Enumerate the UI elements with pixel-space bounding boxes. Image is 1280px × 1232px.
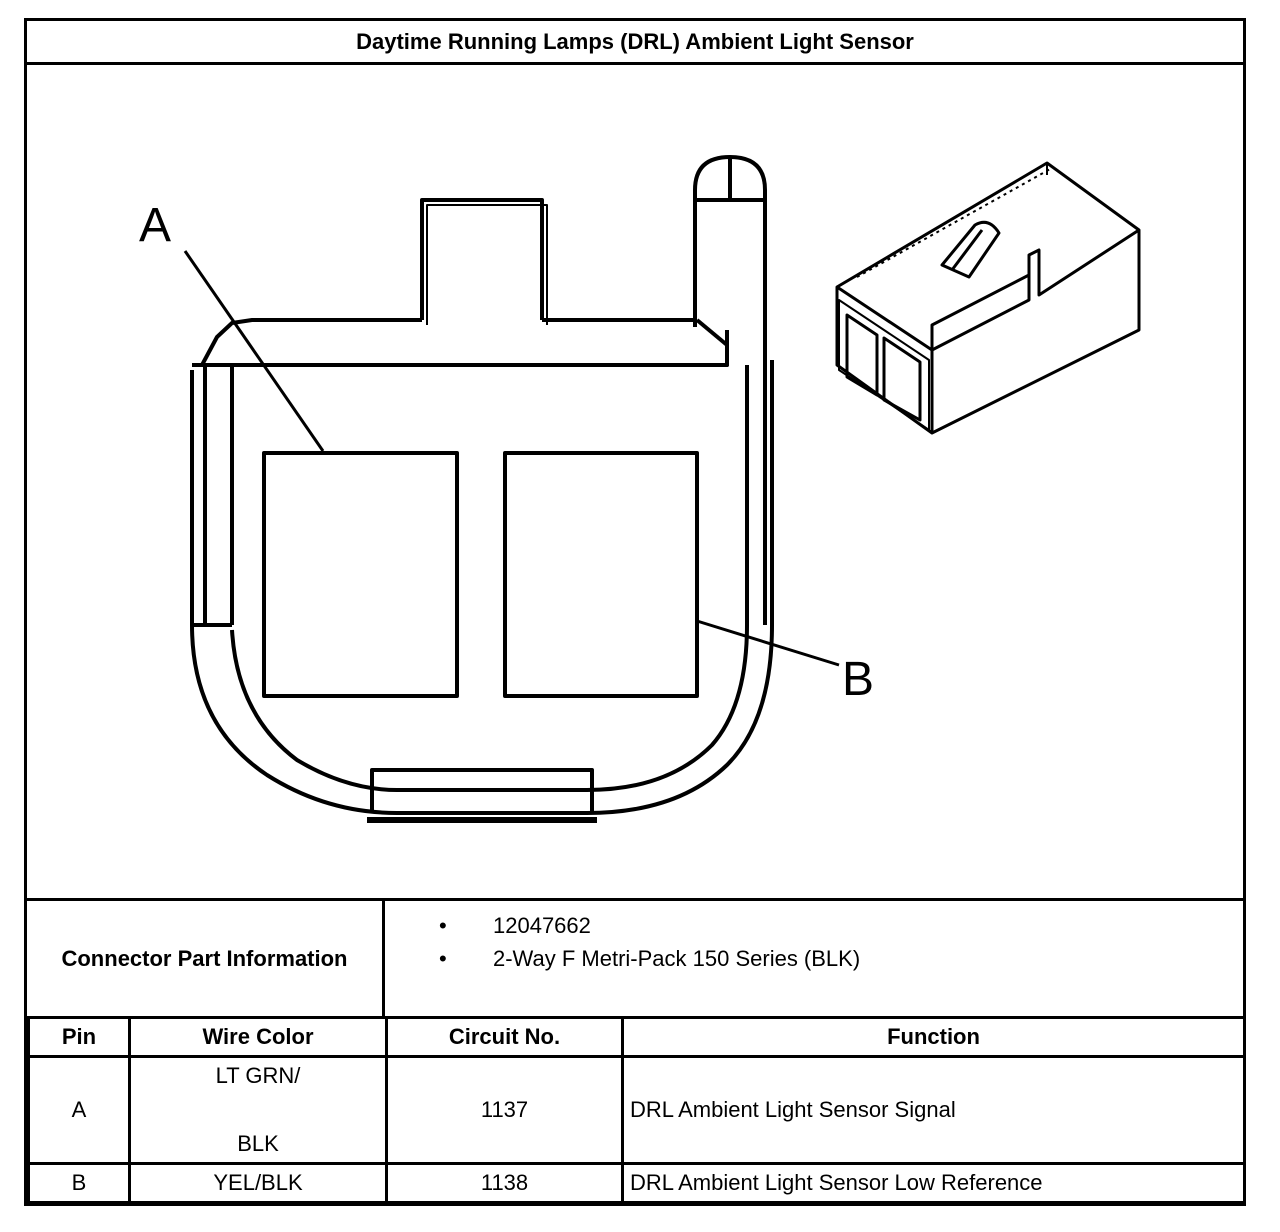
header-pin: Pin: [27, 1016, 131, 1058]
header-wire-color: Wire Color: [128, 1016, 388, 1058]
circuit-cell: 1137: [385, 1055, 624, 1165]
bottom-keyway: [370, 768, 594, 813]
key-post: [693, 155, 767, 625]
wire-color-line2: BLK: [237, 1131, 279, 1156]
connector-top-edge: [200, 318, 422, 366]
function-cell: DRL Ambient Light Sensor Signal: [621, 1055, 1246, 1165]
pinout-table: Pin Wire Color Circuit No. Function A LT…: [27, 1016, 1246, 1204]
connector-part-information: Connector Part Information 12047662 2-Wa…: [27, 898, 1243, 1016]
wire-color-line1: LT GRN/: [215, 1063, 301, 1088]
wire-color-cell: YEL/BLK: [128, 1162, 388, 1204]
wire-color-cell: LT GRN/ BLK: [128, 1055, 388, 1165]
connector-drawing: A B: [139, 155, 1141, 823]
connector-face-inner-outline: [230, 365, 749, 792]
header-function: Function: [621, 1016, 1246, 1058]
function-cell: DRL Ambient Light Sensor Low Reference: [621, 1162, 1246, 1204]
callout-a: A: [139, 199, 171, 252]
cavity-a: [262, 451, 459, 698]
cavity-b: [503, 451, 699, 698]
diagram-title: Daytime Running Lamps (DRL) Ambient Ligh…: [27, 21, 1243, 65]
table-row: B YEL/BLK 1138 DRL Ambient Light Sensor …: [27, 1162, 1246, 1204]
leader-a: [183, 250, 325, 452]
connector-face-outline: [190, 360, 774, 815]
part-info-label: Connector Part Information: [27, 901, 385, 1016]
callout-b: B: [842, 653, 874, 706]
table-header-row: Pin Wire Color Circuit No. Function: [27, 1016, 1246, 1058]
connector-sheet: Daytime Running Lamps (DRL) Ambient Ligh…: [24, 18, 1246, 1206]
part-number: 12047662: [439, 909, 860, 942]
header-circuit-no: Circuit No.: [385, 1016, 624, 1058]
pin-cell: A: [27, 1055, 131, 1165]
pin-cell: B: [27, 1162, 131, 1204]
connector-top-ledge: [192, 330, 729, 367]
leader-b: [696, 619, 840, 667]
circuit-cell: 1138: [385, 1162, 624, 1204]
table-row: A LT GRN/ BLK 1137 DRL Ambient Light Sen…: [27, 1055, 1246, 1165]
latch-tab: [420, 198, 544, 320]
connector-type: 2-Way F Metri-Pack 150 Series (BLK): [439, 942, 860, 975]
part-info-list: 12047662 2-Way F Metri-Pack 150 Series (…: [439, 909, 860, 975]
connector-iso-view: [835, 161, 1141, 435]
